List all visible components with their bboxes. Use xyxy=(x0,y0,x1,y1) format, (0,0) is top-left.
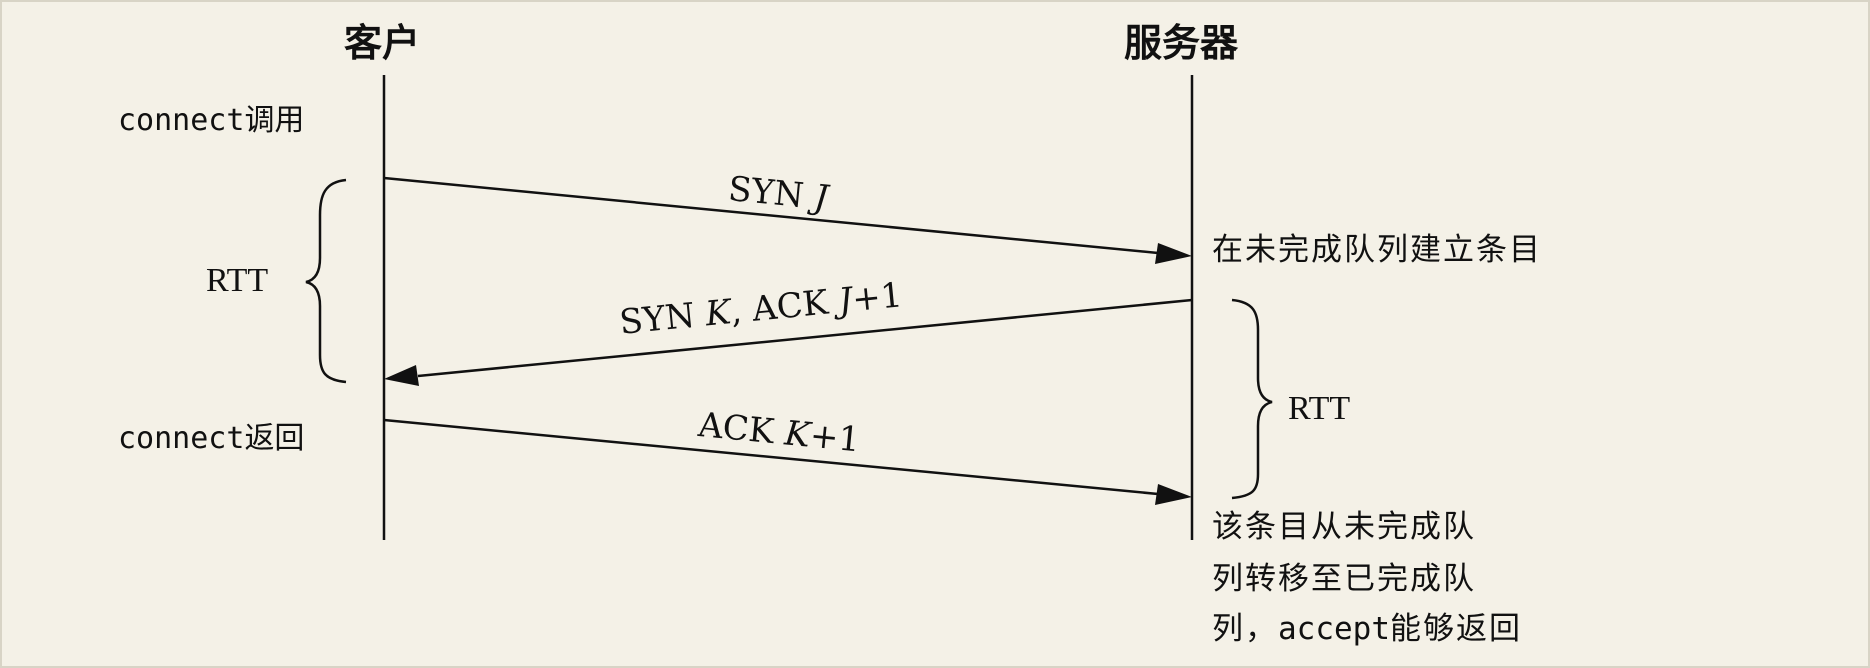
server-note-move-line2: 列转移至已完成队 xyxy=(1212,561,1476,597)
server-rtt-label: RTT xyxy=(1288,390,1351,427)
server-note-move-line3: 列，accept能够返回 xyxy=(1212,614,1522,645)
move-line3-code: accept xyxy=(1278,611,1390,647)
connect-return-code: connect xyxy=(118,421,245,456)
ack-arrow xyxy=(383,418,1192,505)
move-line3-pre: 列， xyxy=(1212,611,1278,647)
syn-ack-arrow xyxy=(384,298,1193,386)
connect-call-text: 调用 xyxy=(244,103,305,138)
synack-var1: K xyxy=(703,292,733,335)
move-line3-post: 能够返回 xyxy=(1389,611,1522,647)
client-rtt-brace xyxy=(305,178,347,384)
client-title: 客户 xyxy=(344,21,421,65)
synack-prefix: SYN xyxy=(617,294,708,343)
synack-suffix: +1 xyxy=(850,275,905,321)
server-rtt-brace xyxy=(1231,298,1273,500)
client-rtt-label: RTT xyxy=(206,262,269,299)
ack-suffix: +1 xyxy=(808,415,862,461)
server-note-incomplete: 在未完成队列建立条目 xyxy=(1212,232,1542,268)
connect-return-text: 返回 xyxy=(244,421,305,456)
server-note-move-line1: 该条目从未完成队 xyxy=(1212,509,1476,545)
server-title: 服务器 xyxy=(1124,21,1239,65)
syn-label: SYN J xyxy=(726,169,829,218)
connect-call-code: connect xyxy=(118,103,245,138)
connect-call-label: connect调用 xyxy=(118,106,304,136)
ack-prefix: ACK xyxy=(696,405,787,454)
syn-prefix: SYN xyxy=(726,169,817,218)
connect-return-label: connect返回 xyxy=(118,424,304,454)
syn-arrow xyxy=(383,176,1192,264)
